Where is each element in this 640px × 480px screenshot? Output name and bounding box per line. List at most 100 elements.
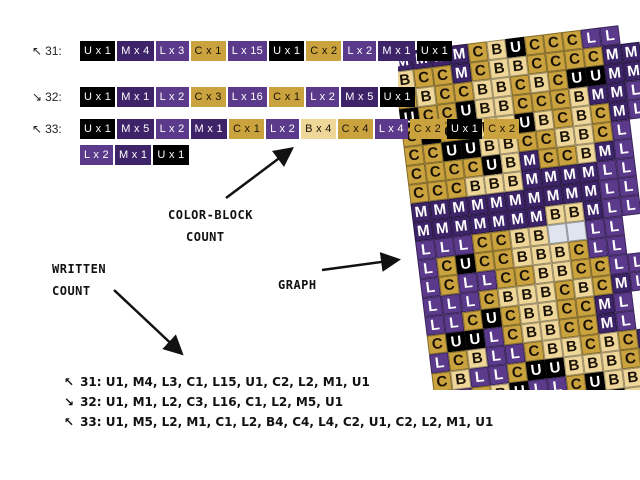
bead-cell: B [573, 124, 595, 146]
bead-cell: C [447, 350, 470, 372]
bead-cell: M [610, 272, 632, 294]
bead-cell: M [542, 185, 564, 207]
color-block: U x 1 [269, 41, 305, 61]
bead-cell: C [413, 67, 435, 89]
bead-cell: L [615, 157, 637, 179]
bead-cell: C [438, 274, 460, 296]
bead-cell: M [580, 180, 602, 202]
bead-cell: B [603, 369, 625, 390]
color-block: M x 1 [378, 41, 415, 61]
bead-cell: L [608, 253, 630, 275]
bead-cell: C [403, 144, 425, 167]
bead-cell: C [422, 142, 444, 164]
bead-cell: C [535, 128, 557, 150]
bead-cell: M [606, 81, 628, 103]
bead-cell: L [627, 98, 640, 120]
bead-cell: C [434, 83, 456, 105]
arrow-up-left-icon: ↖ [32, 44, 43, 58]
bead-cell: C [549, 88, 571, 110]
color-block: C x 1 [228, 119, 265, 139]
color-block: L x 16 [227, 87, 268, 107]
bead-cell: L [452, 234, 475, 256]
bead-cell: B [486, 39, 508, 61]
bead-cell: L [424, 314, 446, 336]
bead-cell: B [532, 263, 555, 285]
color-block: L x 4 [374, 119, 408, 139]
bead-cell: U [525, 359, 547, 381]
bead-cell: L [613, 138, 635, 160]
row-label: ↖33: [32, 122, 80, 136]
bead-cell: M [587, 84, 609, 106]
written-count-line: ↖ 31: U1, M4, L3, C1, L15, U1, C2, L2, M… [64, 372, 493, 392]
bead-cell: L [601, 197, 623, 219]
written-count-text: 33: U1, M5, L2, M1, C1, L2, B4, C4, L4, … [80, 415, 494, 429]
bead-cell: M [429, 199, 451, 221]
bead-cell: C [564, 48, 586, 70]
bead-cell: C [523, 340, 545, 362]
bead-cell: C [579, 333, 602, 356]
color-block: B x 4 [301, 119, 336, 139]
bead-cell: U [441, 140, 463, 162]
color-block: L x 2 [266, 119, 300, 139]
color-block: L x 2 [155, 119, 189, 139]
bead-cell: C [432, 64, 454, 87]
written-count-list: ↖ 31: U1, M4, L3, C1, L15, U1, C2, L2, M… [64, 372, 493, 432]
bead-cell: L [615, 310, 637, 332]
bead-cell: L [617, 176, 640, 198]
bead-cell: B [518, 303, 540, 325]
bead-cell: B [537, 300, 559, 322]
bead-cell: B [551, 260, 573, 282]
bead-cell: C [589, 102, 611, 125]
bead-cell: M [594, 140, 616, 162]
bead-cell: C [471, 232, 493, 254]
bead-cell: M [410, 201, 432, 223]
written-count-text: 31: U1, M4, L3, C1, L15, U1, C2, L2, M1,… [80, 375, 370, 389]
bead-cell: C [556, 298, 578, 320]
color-block: L x 2 [343, 41, 377, 61]
bead-cell: C [561, 29, 583, 51]
bead-cell: B [497, 286, 519, 308]
arrow-up-left-icon: ↖ [64, 415, 75, 429]
bead-cell: M [504, 189, 526, 212]
color-block: M x 5 [341, 87, 378, 107]
bead-cell: M [467, 194, 489, 216]
bead-cell: M [561, 183, 583, 205]
annotation-line: COUNT [52, 284, 91, 298]
color-block: C x 2 [306, 41, 342, 61]
bead-cell: C [445, 178, 468, 200]
bead-cell: B [464, 175, 486, 197]
bead-cell: C [565, 373, 587, 390]
bead-cell: C [558, 317, 580, 339]
bead-cell: L [429, 352, 451, 374]
bead-cell: C [619, 348, 640, 370]
bead-cell: M [608, 100, 630, 122]
bead-cell: L [599, 178, 621, 200]
color-block: U x 1 [153, 145, 189, 165]
bead-cell: B [598, 331, 620, 353]
bead-cell: C [453, 81, 475, 103]
bead-cell: C [552, 107, 574, 129]
color-block: M x 5 [117, 119, 154, 139]
bead-cell: L [443, 312, 465, 334]
color-block: U x 1 [379, 87, 415, 107]
bead-cell: B [568, 86, 590, 108]
bead-cell: M [577, 161, 600, 184]
bead-cell: C [492, 248, 515, 271]
graph-annotation: GRAPH [278, 278, 317, 292]
bead-cell: M [582, 199, 604, 221]
bead-cell: C [570, 258, 592, 280]
bead-cell [565, 220, 588, 242]
bead-cell: U [584, 371, 606, 390]
color-block: U x 1 [80, 119, 116, 139]
bead-cell: C [516, 131, 538, 153]
bead-cell: L [596, 159, 618, 181]
bead-cell: B [572, 277, 595, 299]
bead-cell: L [417, 258, 439, 280]
bead-cell: U [566, 67, 588, 89]
bead-cell: C [617, 329, 639, 351]
bead-cell: B [415, 86, 437, 108]
written-count-annotation: WRITTEN COUNT [52, 258, 106, 302]
